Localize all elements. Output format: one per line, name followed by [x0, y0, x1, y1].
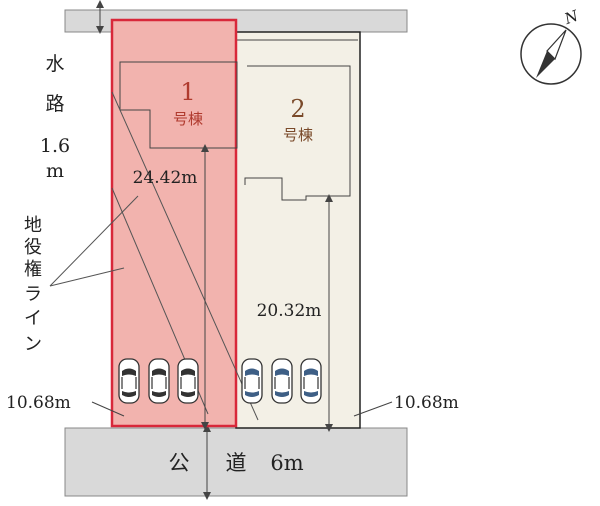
easement-pointer-line — [49, 195, 139, 287]
waterway-width-value: 1.6 — [40, 135, 70, 157]
road-label-right: 道 — [226, 451, 247, 475]
car-icon — [177, 358, 199, 404]
lot2-frontage-pointer — [353, 401, 393, 417]
waterway-width-unit: m — [46, 160, 64, 182]
car-icon — [271, 358, 293, 404]
car-icon — [241, 358, 263, 404]
lot2-building-outline — [244, 65, 351, 201]
car-icon — [118, 358, 140, 404]
north-compass-icon — [520, 23, 582, 85]
easement-char: イ — [24, 308, 42, 329]
lot2-frontage-label: 10.68m — [394, 393, 459, 413]
lot1-building-label: 号棟 — [173, 110, 203, 128]
road-strip — [64, 427, 408, 497]
lot1-depth-label: 24.42m — [133, 168, 198, 188]
easement-char: 地 — [24, 215, 42, 236]
waterway-char: 路 — [45, 93, 64, 115]
lot1-number: 1 — [180, 78, 195, 106]
lot2-building-label: 号棟 — [283, 126, 313, 144]
easement-pointer-line — [49, 267, 125, 287]
lot1-area — [110, 18, 238, 428]
lot1-frontage-pointer — [91, 401, 125, 417]
car-icon — [148, 358, 170, 404]
lot1-frontage-label: 10.68m — [6, 393, 71, 413]
lot2-depth-label: 20.32m — [257, 301, 322, 321]
easement-line — [111, 91, 259, 421]
lot2-number: 2 — [290, 95, 305, 123]
easement-char: 役 — [24, 237, 42, 258]
easement-char: ン — [24, 334, 42, 355]
car-icon — [300, 358, 322, 404]
road-width-label: 6m — [270, 451, 303, 475]
road-label-left: 公 — [169, 451, 190, 475]
easement-char: ラ — [24, 284, 42, 305]
compass-north-label: N — [561, 6, 581, 28]
waterway-char: 水 — [45, 53, 64, 75]
easement-char: 権 — [24, 259, 42, 280]
